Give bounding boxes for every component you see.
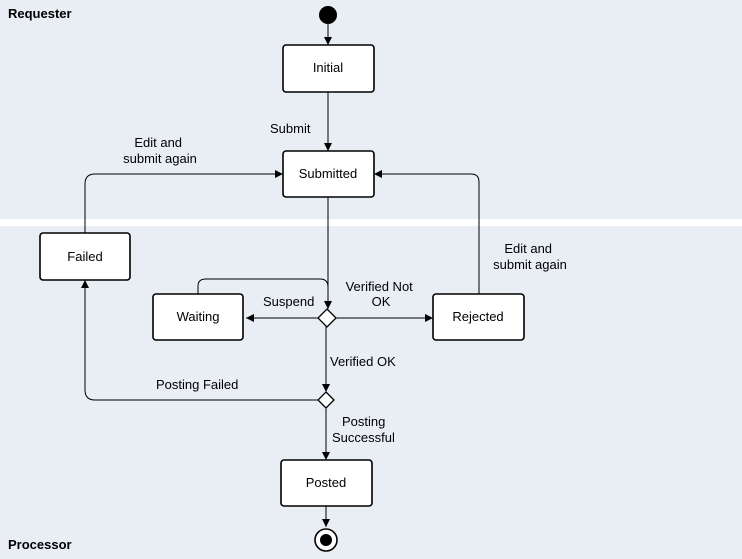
- submit-label: Submit: [270, 121, 311, 136]
- rejected-to-submitted-edge: [374, 170, 480, 294]
- state-initial-box[interactable]: [282, 44, 375, 93]
- suspend-label: Suspend: [263, 294, 314, 309]
- edit-again-left-label: Edit and submit again: [123, 135, 197, 166]
- final-state: [314, 528, 338, 552]
- requester-lane-title: Requester: [8, 6, 72, 21]
- state-submitted-label: Submitted: [299, 166, 358, 181]
- state-failed-label: Failed: [67, 249, 102, 264]
- verification-decision: [317, 308, 337, 328]
- state-waiting-label: Waiting: [177, 309, 220, 324]
- verified-not-ok-label: Verified Not OK: [346, 279, 417, 309]
- failed-to-submitted-edge: [84, 170, 283, 233]
- state-waiting-box[interactable]: [152, 293, 244, 341]
- posting-failed-label: Posting Failed: [156, 377, 238, 392]
- edit-again-right-label: Edit and submit again: [493, 241, 567, 272]
- verified-not-ok-line-1: Verified Not: [346, 279, 414, 294]
- verified-ok-label: Verified OK: [330, 354, 396, 369]
- state-posted-box[interactable]: [280, 459, 373, 507]
- posting-successful-line-2: Successful: [332, 430, 395, 445]
- edit-again-right-line-2: submit again: [493, 257, 567, 272]
- processor-lane-title: Processor: [8, 537, 72, 552]
- posting-failed-edge: [81, 280, 318, 401]
- state-initial-label: Initial: [313, 60, 343, 75]
- posting-successful-label: Posting Successful: [332, 414, 395, 445]
- posting-successful-line-1: Posting: [342, 414, 385, 429]
- state-submitted-box[interactable]: [282, 150, 375, 198]
- edit-again-left-line-2: submit again: [123, 151, 197, 166]
- state-posted-label: Posted: [306, 475, 346, 490]
- verified-not-ok-line-2: OK: [372, 294, 391, 309]
- lane-separator: [0, 219, 742, 226]
- waiting-loop-edge: [197, 278, 329, 309]
- state-failed-box[interactable]: [39, 232, 131, 281]
- edit-again-right-line-1: Edit and: [504, 241, 552, 256]
- posting-decision: [317, 391, 335, 409]
- initial-pseudostate: [319, 6, 337, 24]
- state-rejected-box[interactable]: [432, 293, 525, 341]
- state-rejected-label: Rejected: [452, 309, 503, 324]
- edit-again-left-line-1: Edit and: [134, 135, 182, 150]
